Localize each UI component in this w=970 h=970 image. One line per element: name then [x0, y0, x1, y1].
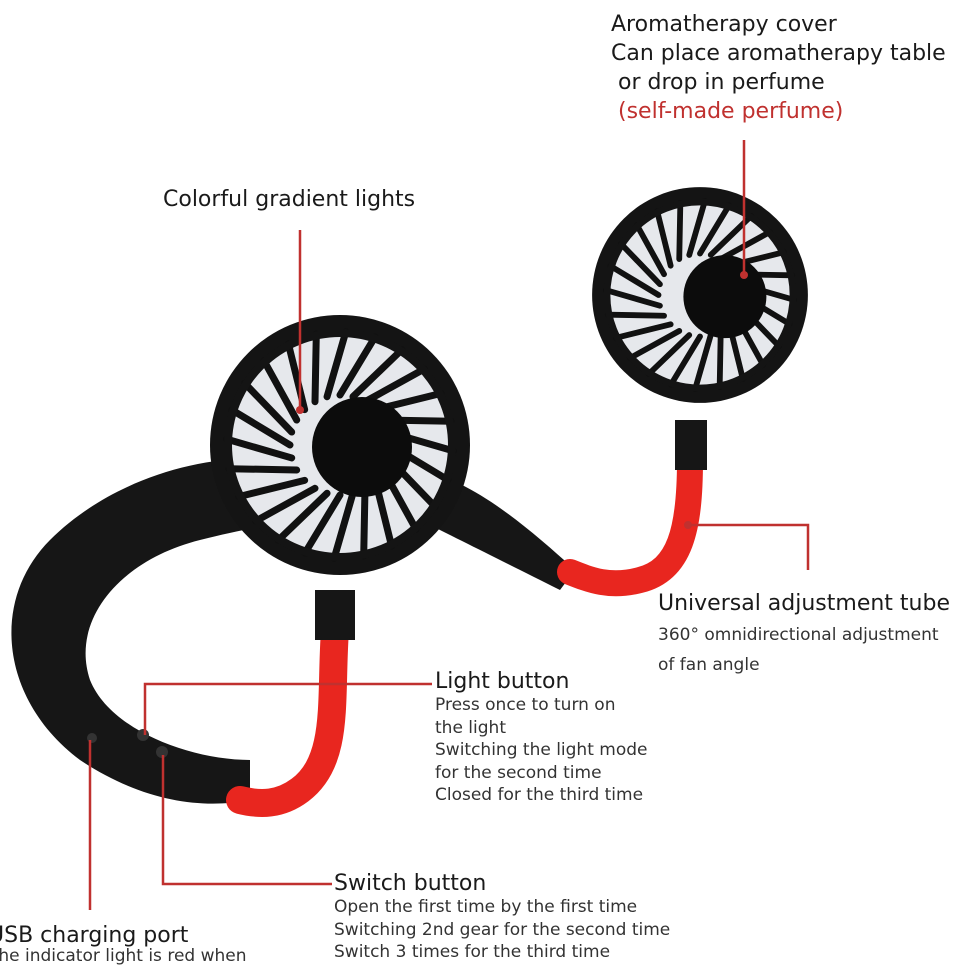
switch-button-dot	[156, 746, 168, 758]
usb-port-callout: USB charging port The indicator light is…	[0, 923, 247, 966]
neckband-right-arm	[420, 470, 575, 590]
light-button-title: Light button	[435, 669, 570, 694]
light-button-line: Closed for the third time	[435, 785, 644, 805]
adjustment-tube-title: Universal adjustment tube	[658, 591, 950, 616]
usb-port-line: The indicator light is red when	[0, 946, 247, 966]
right-tube	[557, 447, 703, 597]
gradient-lights-title: Colorful gradient lights	[163, 187, 416, 212]
switch-button-callout: Switch button Open the first time by the…	[334, 872, 670, 964]
switch-button-title: Switch button	[334, 871, 487, 896]
aromatherapy-line: Can place aromatherapy table	[611, 41, 946, 66]
aromatherapy-callout: Aromatherapy cover Can place aromatherap…	[611, 12, 946, 124]
aromatherapy-highlight: (self-made perfume)	[618, 99, 844, 124]
leader-lines	[88, 140, 810, 910]
light-button-dot	[137, 729, 149, 741]
switch-button-line: Open the first time by the first time	[334, 897, 638, 917]
usb-port-title: USB charging port	[0, 923, 189, 948]
switch-button-line: Switching 2nd gear for the second time	[334, 919, 671, 940]
light-button-leader	[143, 682, 432, 735]
left-tube	[226, 616, 349, 817]
left-fan	[210, 315, 470, 575]
left-fan-stem	[315, 590, 355, 640]
light-button-line: Press once to turn on	[435, 695, 616, 715]
adjustment-tube-line: of fan angle	[658, 655, 760, 675]
light-button-line: the light	[435, 717, 506, 738]
light-button-line: Switching the light mode	[435, 740, 648, 760]
neckband	[11, 458, 331, 804]
switch-button-line: Switch 3 times for the third time	[334, 942, 611, 962]
usb-port-dot	[87, 733, 97, 743]
right-fan-stem	[675, 420, 707, 470]
switch-button-leader	[161, 755, 332, 886]
light-button-line: for the second time	[435, 762, 602, 783]
right-fan	[592, 187, 808, 403]
aromatherapy-title: Aromatherapy cover	[611, 12, 837, 37]
aromatherapy-line: or drop in perfume	[611, 70, 825, 95]
light-button-callout: Light button Press once to turn on the l…	[435, 670, 648, 807]
adjustment-tube-leader	[688, 523, 810, 570]
adjustment-tube-line: 360° omnidirectional adjustment	[658, 625, 939, 645]
adjustment-tube-callout: Universal adjustment tube 360° omnidirec…	[658, 591, 950, 680]
